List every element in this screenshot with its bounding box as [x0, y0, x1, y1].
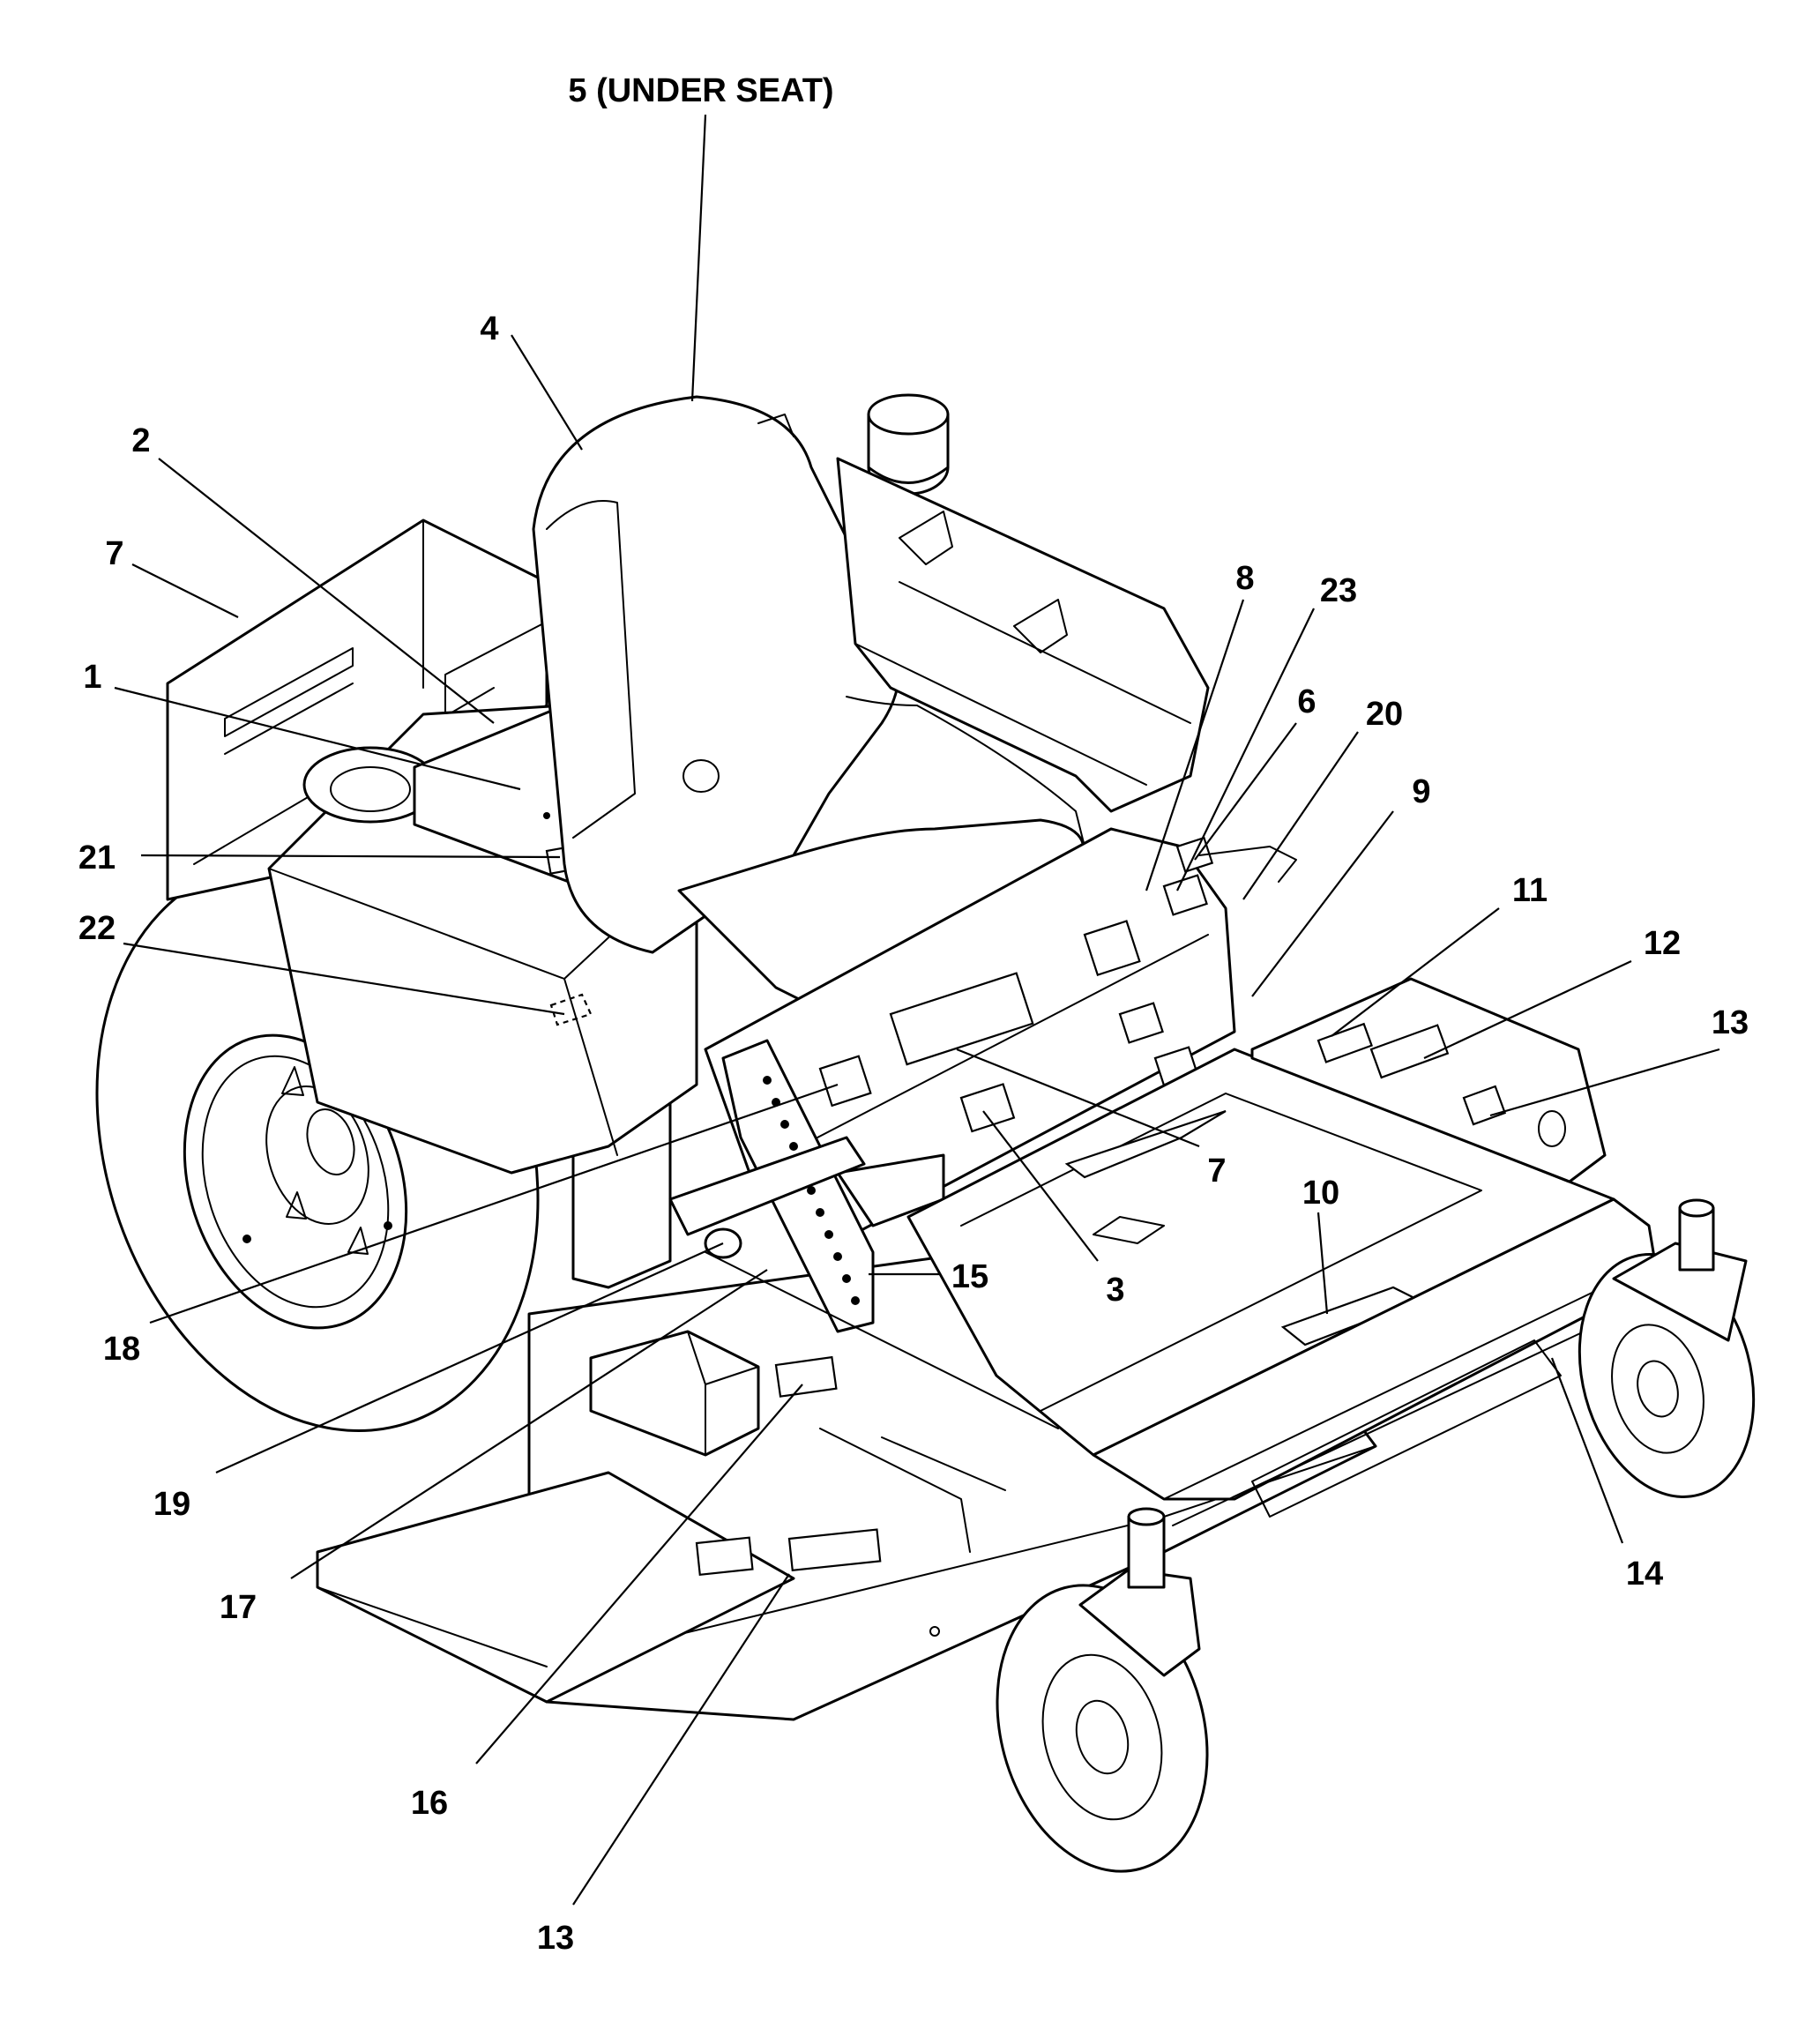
callout-4: 4 — [480, 310, 498, 347]
callout-2: 2 — [131, 422, 150, 459]
height-adjust-plate — [668, 1039, 1059, 1429]
callout-7-right: 7 — [1207, 1153, 1226, 1190]
callout-11: 11 — [1512, 872, 1548, 909]
decal-7-frame — [889, 972, 1034, 1066]
callout-6: 6 — [1297, 683, 1316, 720]
decal-18 — [818, 1055, 872, 1108]
callout-3: 3 — [1106, 1272, 1124, 1309]
decal-8 — [1083, 920, 1141, 977]
decal-12 — [1369, 1024, 1450, 1079]
callout-23: 23 — [1320, 572, 1357, 609]
decal-13-lower-b — [787, 1528, 882, 1572]
footrest-platform — [906, 1048, 1660, 1526]
callout-15: 15 — [951, 1258, 988, 1295]
callout-18: 18 — [103, 1331, 140, 1368]
callout-21: 21 — [78, 839, 116, 877]
callout-16: 16 — [411, 1785, 448, 1822]
front-left-caster — [996, 1507, 1209, 1873]
leader-lines — [114, 114, 1720, 1906]
callout-10: 10 — [1302, 1175, 1339, 1212]
mower-illustration — [95, 393, 1756, 1873]
right-tank — [836, 393, 1210, 813]
callout-20: 20 — [1366, 696, 1403, 733]
decal-16 — [774, 1355, 838, 1398]
callout-9: 9 — [1412, 773, 1430, 810]
callout-8: 8 — [1235, 560, 1254, 597]
callout-labels: 5 (UNDER SEAT) 4 2 7 1 21 22 8 23 6 20 9… — [78, 72, 1749, 1957]
front-right-caster — [1578, 1198, 1756, 1498]
callout-22: 22 — [78, 910, 116, 947]
decal-22-hidden — [549, 993, 593, 1026]
callout-19: 19 — [153, 1486, 190, 1523]
decal-23 — [1162, 874, 1208, 916]
seat — [532, 395, 1085, 1016]
decal-7-floor — [1064, 1109, 1227, 1179]
callout-13-lower: 13 — [537, 1920, 574, 1957]
decal-20 — [1118, 1002, 1164, 1044]
decal-11 — [1317, 1022, 1373, 1063]
callout-13-upper: 13 — [1712, 1004, 1749, 1041]
callout-12: 12 — [1644, 925, 1681, 962]
callout-14: 14 — [1626, 1555, 1663, 1593]
callout-17: 17 — [220, 1589, 257, 1626]
decal-13-lower — [695, 1536, 754, 1577]
callout-5: 5 (UNDER SEAT) — [568, 72, 833, 109]
callout-7-left: 7 — [105, 535, 123, 572]
callout-1: 1 — [83, 659, 101, 696]
